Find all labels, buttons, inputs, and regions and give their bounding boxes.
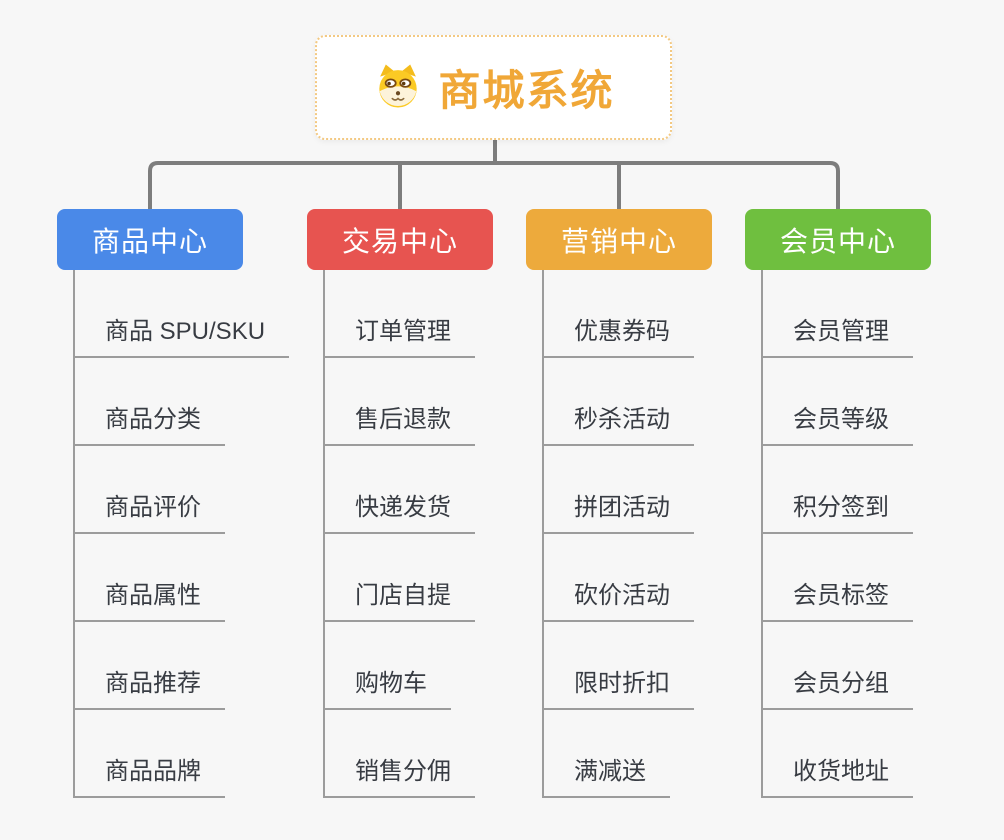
- child-node[interactable]: 会员标签: [763, 534, 913, 622]
- child-node[interactable]: 购物车: [325, 622, 451, 710]
- child-node[interactable]: 会员分组: [763, 622, 913, 710]
- branch-node-trade-center[interactable]: 交易中心: [307, 209, 493, 270]
- child-node[interactable]: 售后退款: [325, 358, 475, 446]
- child-node[interactable]: 商品分类: [75, 358, 225, 446]
- child-node[interactable]: 销售分佣: [325, 710, 475, 798]
- branch-node-product-center[interactable]: 商品中心: [57, 209, 243, 270]
- branch-node-marketing-center[interactable]: 营销中心: [526, 209, 712, 270]
- branch-bracket-line: [148, 161, 840, 210]
- branch-node-member-center[interactable]: 会员中心: [745, 209, 931, 270]
- child-node[interactable]: 优惠券码: [544, 270, 694, 358]
- child-node[interactable]: 限时折扣: [544, 622, 694, 710]
- child-node[interactable]: 商品属性: [75, 534, 225, 622]
- child-node[interactable]: 收货地址: [763, 710, 913, 798]
- branch-children-product: 商品 SPU/SKU 商品分类 商品评价 商品属性 商品推荐 商品品牌: [73, 270, 290, 798]
- child-node[interactable]: 快递发货: [325, 446, 475, 534]
- branch-children-marketing: 优惠券码 秒杀活动 拼团活动 砍价活动 限时折扣 满减送: [542, 270, 694, 798]
- child-node[interactable]: 砍价活动: [544, 534, 694, 622]
- dog-icon: [379, 63, 418, 107]
- root-title: 商城系统: [438, 67, 615, 114]
- child-node[interactable]: 商品评价: [75, 446, 225, 534]
- child-node[interactable]: 满减送: [544, 710, 670, 798]
- child-node[interactable]: 积分签到: [763, 446, 913, 534]
- child-node[interactable]: 拼团活动: [544, 446, 694, 534]
- child-node[interactable]: 商品 SPU/SKU: [75, 270, 290, 358]
- child-node[interactable]: 商品推荐: [75, 622, 225, 710]
- branch-children-trade: 订单管理 售后退款 快递发货 门店自提 购物车 销售分佣: [323, 270, 475, 798]
- child-node[interactable]: 秒杀活动: [544, 358, 694, 446]
- child-node[interactable]: 订单管理: [325, 270, 475, 358]
- branch-children-member: 会员管理 会员等级 积分签到 会员标签 会员分组 收货地址: [761, 270, 913, 798]
- child-node[interactable]: 门店自提: [325, 534, 475, 622]
- root-node[interactable]: 商城系统: [315, 35, 672, 140]
- child-node[interactable]: 会员等级: [763, 358, 913, 446]
- child-node[interactable]: 会员管理: [763, 270, 913, 358]
- child-node[interactable]: 商品品牌: [75, 710, 225, 798]
